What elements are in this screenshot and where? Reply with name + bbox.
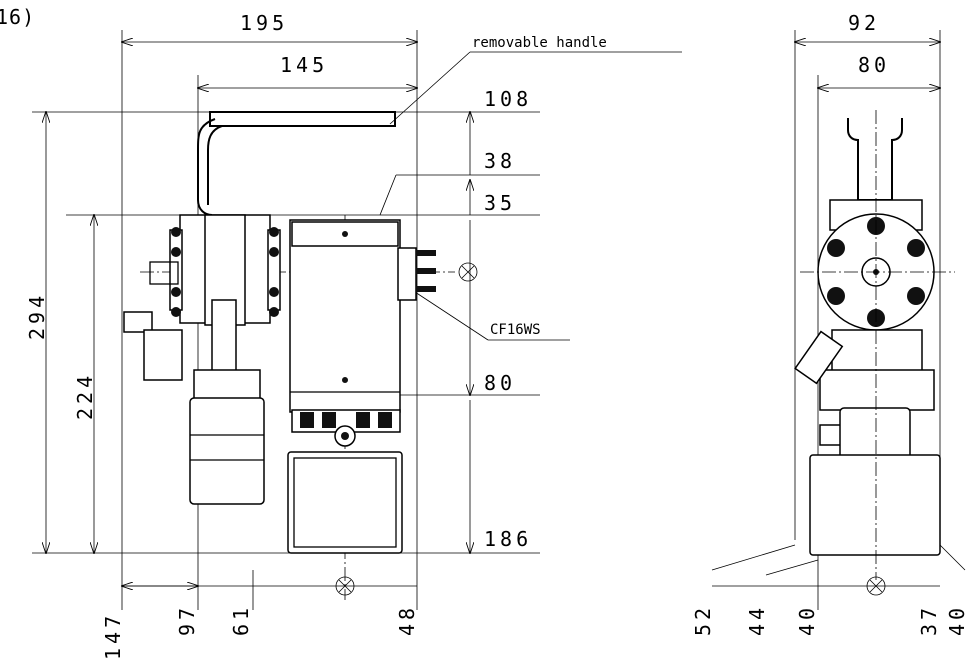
dim-bottom-61: 61 — [229, 604, 253, 636]
side-dim-bottom-40b: 40 — [945, 604, 969, 636]
side-dim-bottom-44: 44 — [745, 604, 769, 636]
side-view: 92 80 52 44 40 37 40 — [691, 11, 969, 636]
side-dim-width-partial: 80 — [858, 53, 890, 77]
dim-bottom-147: 147 — [101, 612, 125, 660]
side-dim-bottom-40a: 40 — [795, 604, 819, 636]
corner-text: 16) — [0, 5, 35, 29]
dim-height-total: 294 — [25, 292, 49, 340]
side-dim-bottom-52: 52 — [691, 604, 715, 636]
front-view: 195 145 removable handle 108 38 35 80 18… — [25, 11, 682, 660]
dim-right-35: 35 — [484, 191, 516, 215]
dim-width-total: 195 — [240, 11, 288, 35]
dim-width-partial: 145 — [280, 53, 328, 77]
handle-label: removable handle — [472, 35, 607, 51]
dim-bottom-48: 48 — [395, 604, 419, 636]
dim-bottom-97: 97 — [175, 604, 199, 636]
side-dim-bottom-37: 37 — [917, 604, 941, 636]
dim-right-38: 38 — [484, 149, 516, 173]
dim-right-186: 186 — [484, 527, 532, 551]
dim-right-80: 80 — [484, 371, 516, 395]
port-label: CF16WS — [490, 322, 541, 338]
side-dim-width-total: 92 — [848, 11, 880, 35]
dim-height-partial: 224 — [73, 372, 97, 420]
dim-right-108: 108 — [484, 87, 532, 111]
